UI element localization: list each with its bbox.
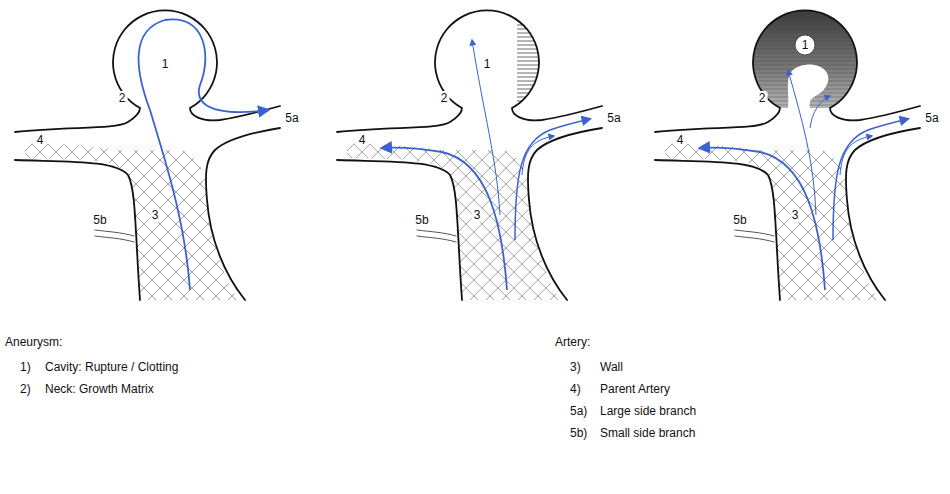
callout-number: 5a (605, 111, 622, 125)
callout-number: 4 (675, 133, 686, 147)
callout-number: 5b (413, 213, 430, 227)
callout-number: 1 (482, 57, 493, 71)
legend-text: Parent Artery (600, 382, 670, 396)
legend-heading: Artery: (555, 335, 590, 349)
legend-heading: Aneurysm: (5, 335, 62, 349)
legend-number: 4) (570, 382, 581, 396)
callout-number: 5b (731, 213, 748, 227)
legend-number: 5a) (570, 404, 587, 418)
callout-number: 4 (357, 133, 368, 147)
callout-number: 2 (757, 91, 768, 105)
legend-number: 3) (570, 360, 581, 374)
callout-number: 2 (439, 91, 450, 105)
callout-number: 4 (35, 133, 46, 147)
callout-number: 5a (923, 111, 940, 125)
legend-text: Wall (600, 360, 623, 374)
legend-text: Large side branch (600, 404, 696, 418)
legend-text: Cavity: Rupture / Clotting (45, 360, 178, 374)
callout-number: 5a (283, 111, 300, 125)
callout-number: 2 (117, 91, 128, 105)
callout-number: 1 (800, 38, 811, 52)
callout-number: 1 (160, 57, 171, 71)
callout-number: 3 (150, 208, 161, 222)
legend-number: 1) (20, 360, 31, 374)
callout-number: 3 (472, 208, 483, 222)
legend-text: Neck: Growth Matrix (45, 382, 154, 396)
callout-number: 5b (91, 213, 108, 227)
legend-number: 5b) (570, 426, 587, 440)
legend-number: 2) (20, 382, 31, 396)
callout-number: 3 (790, 208, 801, 222)
legend-text: Small side branch (600, 426, 695, 440)
